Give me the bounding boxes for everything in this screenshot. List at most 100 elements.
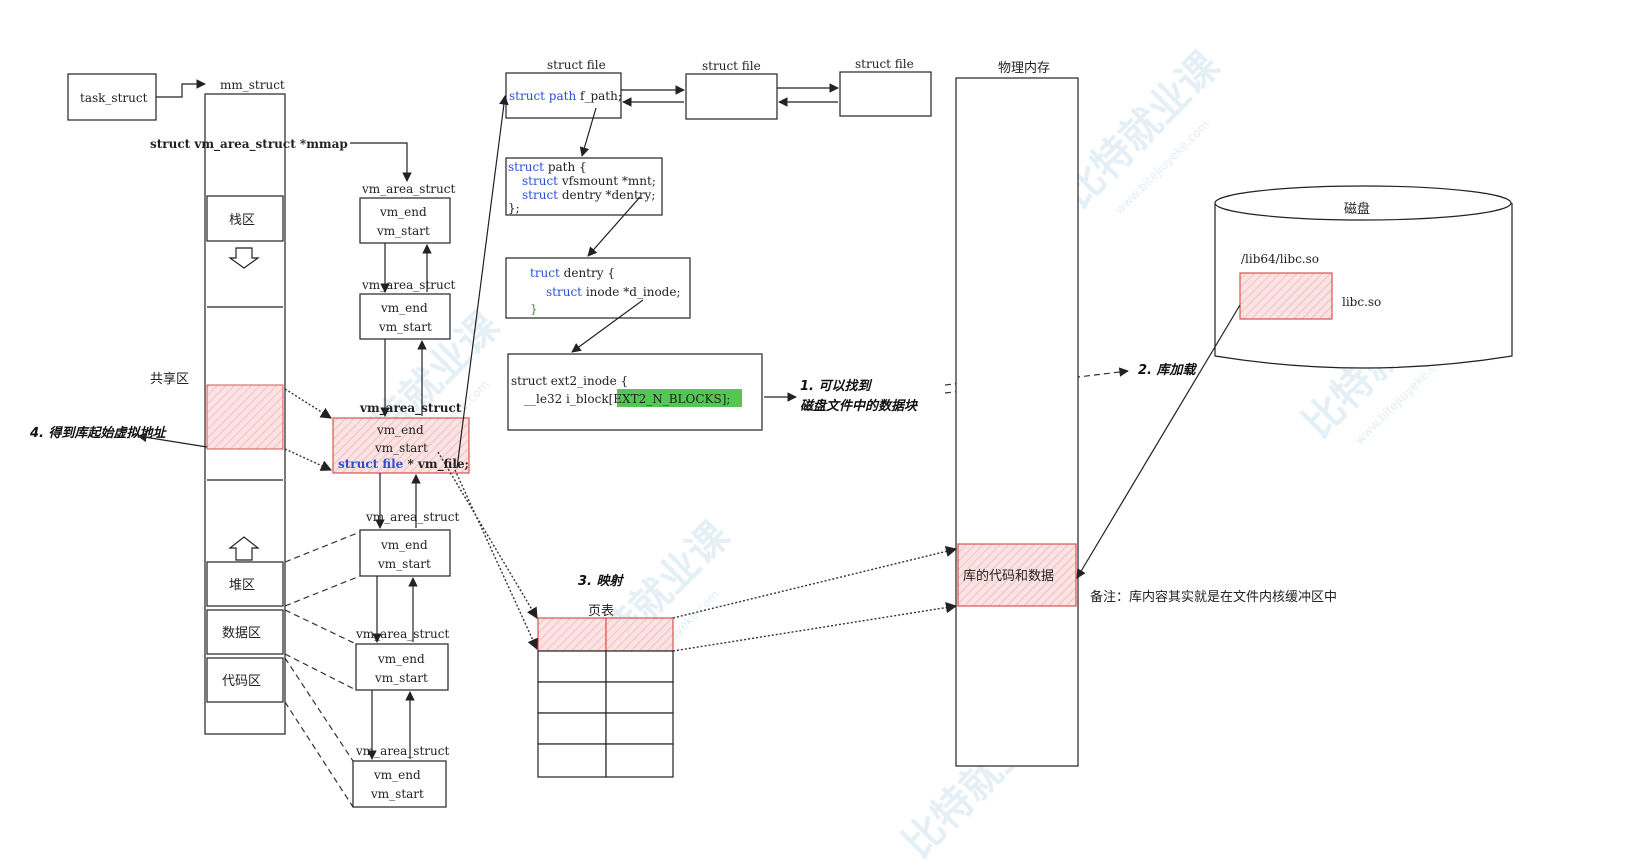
vm-to-pagetable-arrow xyxy=(437,451,538,619)
stack-region-label: 栈区 xyxy=(229,213,255,228)
step3-annotation: 3. 映射 xyxy=(578,573,625,589)
vm-start-label: vm_start xyxy=(376,224,430,238)
vm-area-box xyxy=(352,760,447,808)
page-table-entry-highlighted xyxy=(537,617,607,652)
page-table-cell xyxy=(537,712,607,745)
inode-line2: __le32 i_block[EXT2_N_BLOCKS]; xyxy=(524,392,730,406)
page-table xyxy=(537,617,674,778)
inode-highlight xyxy=(617,389,742,407)
physical-memory-column xyxy=(955,77,1079,767)
f-path-keyword: struct path xyxy=(509,89,576,103)
dentry-line1-rest: dentry { xyxy=(560,266,615,280)
vm-area-title: vm_area_struct xyxy=(355,627,449,641)
page-table-entry-highlighted xyxy=(605,617,674,652)
vm-area-title: vm_area_struct xyxy=(365,510,459,524)
heap-region-label: 堆区 xyxy=(229,578,255,593)
inode-line2-pre: __le32 i_block[ xyxy=(524,392,613,406)
vm-start-label: vm_start xyxy=(374,441,428,455)
up-arrow-icon xyxy=(228,536,260,561)
f-path-arrow xyxy=(579,107,597,157)
note-text: 备注：库内容其实就是在文件内核缓冲区中 xyxy=(1090,589,1337,605)
vm-end-label: vm_end xyxy=(379,205,427,219)
libc-block xyxy=(1239,272,1333,320)
task-struct-label: task_struct xyxy=(80,91,148,105)
down-arrow-icon xyxy=(228,247,260,269)
path-line3-rest: dentry *dentry; xyxy=(558,188,655,202)
vm-end-label: vm_end xyxy=(373,768,421,782)
file-title: struct file xyxy=(547,58,606,72)
path-line1-rest: path { xyxy=(544,160,587,174)
vm-file-field: struct file * vm_file; xyxy=(338,457,469,472)
vm-area-box xyxy=(359,529,451,577)
f-path-field: struct path f_path; xyxy=(509,89,622,103)
dentry-line2: struct inode *d_inode; xyxy=(546,285,681,299)
file-title: struct file xyxy=(702,59,761,73)
page-table-cell xyxy=(537,743,607,778)
physical-memory-title: 物理内存 xyxy=(998,60,1050,76)
path-line1-keyword: struct xyxy=(508,160,544,174)
vm-end-label: vm_end xyxy=(376,423,424,437)
vm-area-box xyxy=(359,293,451,340)
inode-line2-highlight: EXT2_N_BLOCKS xyxy=(613,392,721,406)
step4-arrow xyxy=(137,432,208,448)
page-table-cell xyxy=(605,681,674,714)
vm-start-label: vm_start xyxy=(374,671,428,685)
task-to-mm-arrow xyxy=(156,79,206,98)
page-table-cell xyxy=(605,712,674,745)
vm-file-rest: * vm_file; xyxy=(403,457,469,472)
dentry-struct-box xyxy=(505,257,691,319)
vm-area-box xyxy=(359,197,451,244)
vm-start-label: vm_start xyxy=(370,787,424,801)
page-table-cell xyxy=(537,681,607,714)
vm-area-4: vm_area_struct vm_end vm_start xyxy=(359,510,459,577)
inode-line1: struct ext2_inode { xyxy=(511,374,628,388)
step1-annotation-line2: 磁盘文件中的数据块 xyxy=(800,398,918,414)
disk-body xyxy=(1214,203,1513,369)
vm-area-2: vm_area_struct vm_end vm_start xyxy=(359,278,455,340)
vm-area-6: vm_area_struct vm_end vm_start xyxy=(352,744,449,808)
data-region-label: 数据区 xyxy=(222,626,261,641)
file-title: struct file xyxy=(855,57,914,71)
file-box-2 xyxy=(685,73,778,120)
page-table-title: 页表 xyxy=(588,604,614,619)
vm-area-5: vm_area_struct vm_end vm_start xyxy=(355,627,449,691)
dentry-arrow xyxy=(587,196,641,257)
step1-annotation-line1: 1. 可以找到 xyxy=(800,378,873,394)
disk-top xyxy=(1214,185,1512,221)
dentry-line2-keyword: struct xyxy=(546,285,582,299)
code-region xyxy=(206,657,284,703)
dentry-line1-keyword: truct xyxy=(530,266,560,280)
vm-file-keyword: struct file xyxy=(338,457,404,471)
vm-start-label: vm_start xyxy=(377,557,431,571)
f-path-rest: f_path; xyxy=(576,89,622,103)
pagetable-to-memory-arrow xyxy=(672,545,958,619)
lib-load-arrow xyxy=(1076,304,1241,579)
step4-annotation: 4. 得到库起始虚拟地址 xyxy=(29,425,168,441)
vm-area-box-highlighted xyxy=(332,417,470,474)
pagetable-to-memory-arrow xyxy=(672,602,958,652)
vm-area-title: vm_area_struct xyxy=(361,278,455,292)
vm-area-box xyxy=(355,643,449,691)
mmap-arrow xyxy=(350,142,412,182)
mm-struct-title: mm_struct xyxy=(220,78,285,92)
code-region-label: 代码区 xyxy=(222,674,261,689)
vm-area-1: vm_area_struct vm_end vm_start xyxy=(359,182,455,244)
step2-annotation: 2. 库加载 xyxy=(1138,362,1198,378)
page-table-cell xyxy=(605,650,674,683)
vm-file-arrow xyxy=(456,95,509,469)
dentry-line1: truct dentry { xyxy=(530,266,615,280)
stack-region xyxy=(206,195,284,242)
path-line2-rest: vfsmount *mnt; xyxy=(558,174,656,188)
shared-region-label: 共享区 xyxy=(150,371,189,387)
inode-arrow xyxy=(571,299,644,353)
path-line4: }; xyxy=(508,201,520,215)
path-line3: struct dentry *dentry; xyxy=(522,188,655,202)
vm-to-pagetable-arrow xyxy=(454,469,538,651)
disk-path: /lib64/libc.so xyxy=(1241,252,1319,266)
page-table-cell xyxy=(537,650,607,683)
path-line3-keyword: struct xyxy=(522,188,558,202)
disk-title: 磁盘 xyxy=(1344,201,1370,217)
vm-start-label: vm_start xyxy=(378,320,432,334)
lib-memory-label: 库的代码和数据 xyxy=(963,568,1054,584)
path-line2-keyword: struct xyxy=(522,174,558,188)
